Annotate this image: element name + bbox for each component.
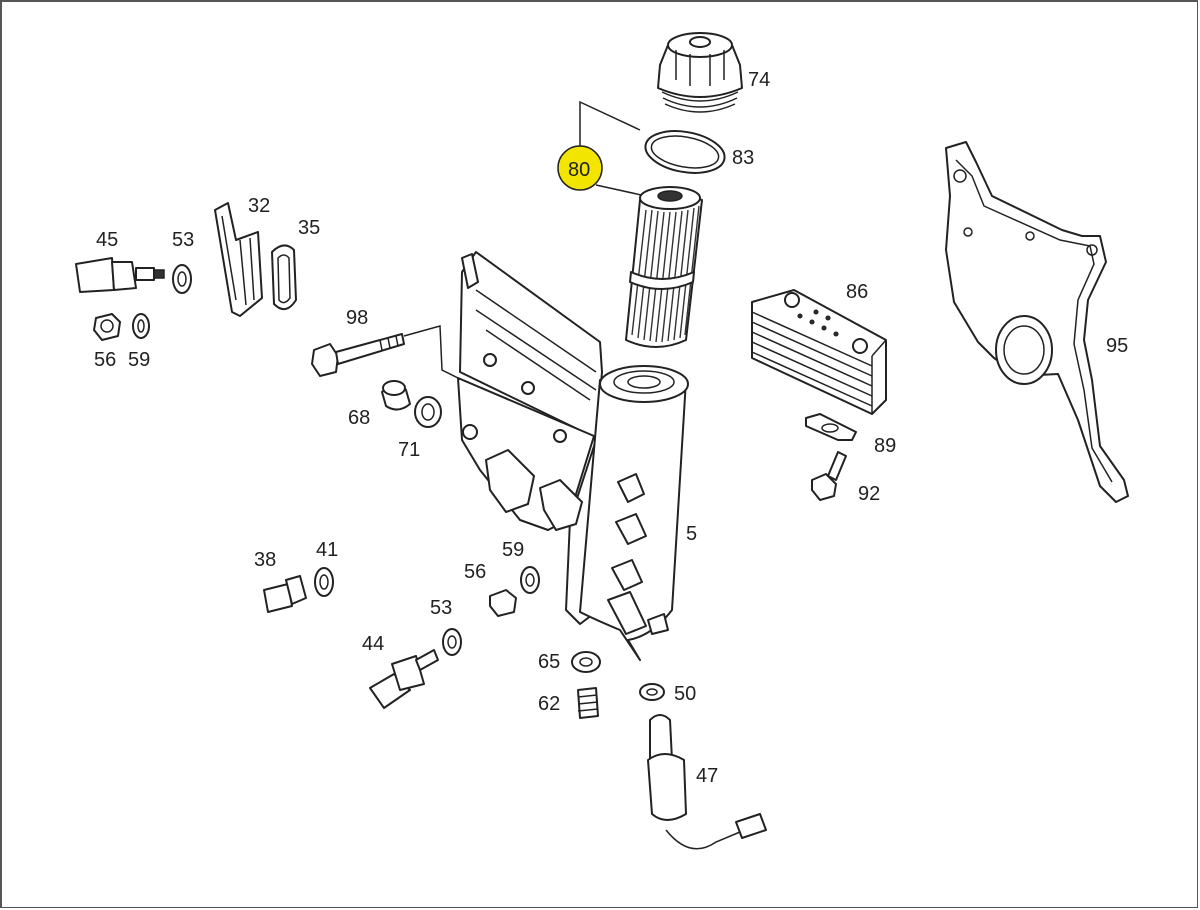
part-74-filter-cap[interactable] [657,32,743,113]
part-56a-plug[interactable] [93,313,121,341]
part-labels: 74 83 80 32 35 45 53 56 59 86 95 98 68 71 89 92 5 38 41 59 5… [94,69,1128,787]
part-44-sensor[interactable] [369,649,439,709]
part-89-gasket[interactable] [805,413,857,441]
label-32[interactable]: 32 [248,195,270,217]
label-62[interactable]: 62 [538,693,560,715]
part-86-oil-cooler[interactable] [751,289,887,415]
label-74[interactable]: 74 [748,69,770,91]
part-68-plug[interactable] [381,380,411,411]
highlight-marker-80 [557,145,603,191]
part-59a-washer[interactable] [132,313,150,339]
part-32-bracket[interactable] [214,202,263,317]
label-80[interactable]: 80 [568,159,590,181]
part-50-washer[interactable] [639,683,665,701]
label-44[interactable]: 44 [362,633,384,655]
part-45-sensor[interactable] [75,257,165,293]
label-89[interactable]: 89 [874,435,896,457]
label-53a[interactable]: 53 [172,229,194,251]
part-80-filter-element[interactable] [625,186,703,348]
part-98-bolt[interactable] [311,325,471,385]
part-56b-plug[interactable] [489,589,517,617]
part-71-washer[interactable] [414,396,442,428]
part-38-plug[interactable] [263,575,307,613]
label-95[interactable]: 95 [1106,335,1128,357]
label-68[interactable]: 68 [348,407,370,429]
label-5[interactable]: 5 [686,523,697,545]
part-35-gasket[interactable] [271,244,297,311]
label-86[interactable]: 86 [846,281,868,303]
part-53a-washer[interactable] [172,264,192,294]
part-83-o-ring[interactable] [642,125,728,178]
label-41[interactable]: 41 [316,539,338,561]
part-41-washer[interactable] [314,567,334,597]
label-45[interactable]: 45 [96,229,118,251]
part-53b-washer[interactable] [442,628,462,656]
part-92-bolt[interactable] [811,451,847,501]
part-5-filter-housing[interactable] [457,251,689,661]
label-92[interactable]: 92 [858,483,880,505]
part-65-washer[interactable] [571,651,601,673]
label-56a[interactable]: 56 [94,349,116,371]
label-47[interactable]: 47 [696,765,718,787]
part-59b-washer[interactable] [520,566,540,594]
label-53b[interactable]: 53 [430,597,452,619]
label-56b[interactable]: 56 [464,561,486,583]
label-50[interactable]: 50 [674,683,696,705]
label-65[interactable]: 65 [538,651,560,673]
part-95-gasket[interactable] [945,141,1129,503]
part-62-plug[interactable] [577,687,599,719]
label-35[interactable]: 35 [298,217,320,239]
label-71[interactable]: 71 [398,439,420,461]
part-47-sensor[interactable] [647,714,767,850]
label-83[interactable]: 83 [732,147,754,169]
label-98[interactable]: 98 [346,307,368,329]
label-59a[interactable]: 59 [128,349,150,371]
label-59b[interactable]: 59 [502,539,524,561]
label-38[interactable]: 38 [254,549,276,571]
